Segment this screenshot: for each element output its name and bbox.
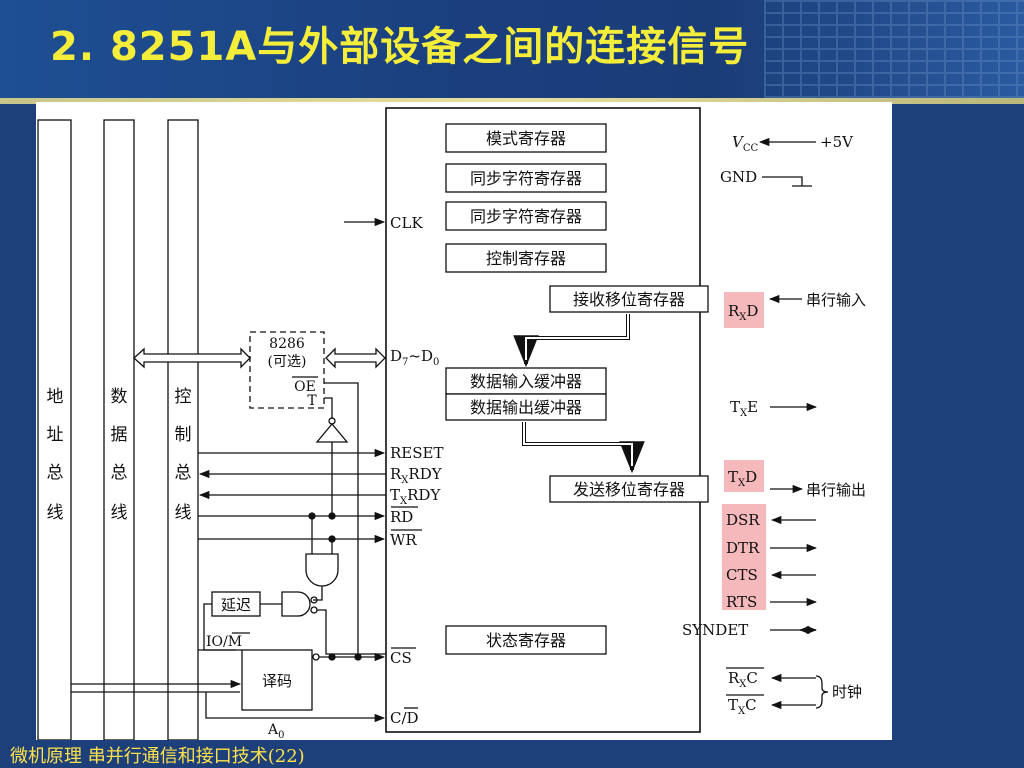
data-output-buffer [445, 393, 607, 421]
decoder-box [241, 649, 313, 711]
delay-label: 延迟 [221, 596, 251, 614]
clk-pin: CLK [390, 214, 423, 232]
a0-label: A0 [267, 722, 285, 740]
a0-arrow [205, 692, 386, 723]
rts-pin: RTS [726, 593, 757, 611]
data-bus-char-3: 总 [111, 463, 128, 483]
decoder-label: 译码 [262, 672, 292, 690]
sync-register-1 [445, 163, 607, 193]
data-bus-arrow-right [325, 347, 386, 369]
address-bus-char-4: 线 [47, 503, 64, 523]
gnd-line [762, 176, 803, 186]
data-bus-char-2: 据 [111, 425, 128, 445]
slide-title: 2. 8251A与外部设备之间的连接信号 [50, 24, 750, 70]
control-register-label: 控制寄存器 [486, 249, 566, 268]
control-bus-char-2: 制 [175, 425, 192, 445]
oe-line [324, 382, 386, 655]
gnd-pin: GND [720, 168, 757, 186]
decoder-output-bubble [312, 653, 320, 661]
clock-brace [815, 675, 829, 709]
dsr-pin: DSR [726, 511, 760, 529]
tx-flow-outline [522, 422, 645, 474]
sync-register-2-label: 同步字符寄存器 [470, 207, 582, 226]
nand-bubble-2 [310, 606, 318, 614]
data-pin: D7~D0 [390, 347, 439, 368]
nand-to-cs [317, 609, 358, 655]
wr-pin: WR [390, 531, 417, 549]
cd-pin: C/D [390, 709, 419, 727]
control-register [445, 243, 607, 273]
modem-pins-highlight [722, 504, 766, 610]
rx-shift-register-label: 接收移位寄存器 [573, 290, 685, 309]
data-bus-char-4: 线 [111, 503, 128, 523]
t-line [324, 397, 333, 419]
data-input-buffer-label: 数据输入缓冲器 [470, 372, 582, 391]
nand-gate [281, 591, 311, 617]
sync-register-2 [445, 201, 607, 231]
tx-shift-register [549, 475, 709, 503]
cts-pin: CTS [726, 566, 758, 584]
status-register [445, 625, 607, 655]
address-bus-char-1: 地 [47, 387, 64, 407]
and-to-nand [313, 595, 323, 601]
rx-flow-inner [525, 314, 629, 360]
vcc-pin: VCC [732, 133, 758, 154]
title-underline [0, 98, 1024, 104]
chip-8251a-body [385, 107, 701, 733]
transceiver-t-pin: T [307, 393, 317, 409]
cs-pin: CS [390, 649, 412, 667]
dtr-pin: DTR [726, 539, 760, 557]
reset-pin: RESET [390, 444, 443, 462]
transceiver-optional: (可选) [268, 354, 307, 370]
footer-bar [0, 740, 1024, 768]
data-output-buffer-label: 数据输出缓冲器 [470, 398, 582, 417]
control-bus-char-4: 线 [175, 503, 192, 523]
control-bus-char-3: 总 [175, 463, 192, 483]
nand-bubble-1 [310, 596, 318, 604]
cs-junction-1 [328, 653, 336, 661]
address-bus-char-2: 址 [47, 425, 64, 445]
vcc-value: +5V [820, 133, 854, 151]
rd-pin: RD [390, 508, 413, 526]
transceiver-oe-pin: OE [294, 379, 316, 395]
data-bus-arrow-left [133, 347, 251, 369]
cs-junction-2 [354, 653, 362, 661]
inverter-buffer [315, 422, 349, 443]
title-bar [0, 0, 1024, 98]
mode-register [445, 123, 607, 153]
status-register-label: 状态寄存器 [486, 631, 566, 650]
rx-shift-register [549, 285, 709, 313]
diagram-canvas: 地 址 总 线 数 据 总 线 控 制 总 线 模式寄存器 同步字符寄存器 同步… [36, 102, 892, 741]
rxd-highlight [724, 292, 764, 328]
header-pattern [764, 0, 1024, 98]
transceiver-name: 8286 [269, 336, 305, 352]
and-gate [305, 553, 339, 587]
serial-input-label: 串行输入 [806, 291, 866, 309]
data-input-buffer [445, 367, 607, 395]
txe-pin: TXE [730, 398, 758, 419]
iom-label: IO/M [206, 634, 242, 650]
footer-text: 微机原理 串并行通信和接口技术(22) [10, 746, 305, 767]
transceiver-8286 [249, 331, 325, 409]
clock-label: 时钟 [832, 683, 862, 701]
rxc-pin: RXC [728, 669, 758, 690]
rxrdy-pin: RXRDY [390, 465, 443, 486]
txd-highlight [724, 460, 764, 492]
sync-register-1-label: 同步字符寄存器 [470, 169, 582, 188]
serial-output-label: 串行输出 [806, 481, 866, 499]
mode-register-label: 模式寄存器 [486, 129, 566, 148]
address-bus-char-3: 总 [47, 463, 64, 483]
connection-diagram: 地 址 总 线 数 据 总 线 控 制 总 线 模式寄存器 同步字符寄存器 同步… [37, 107, 866, 741]
control-bus-char-1: 控 [175, 387, 192, 407]
txrdy-pin: TXRDY [390, 486, 441, 507]
syndet-pin: SYNDET [682, 621, 748, 639]
tx-flow-inner [523, 422, 633, 466]
txc-pin: TXC [728, 696, 757, 717]
txd-pin: TXD [728, 468, 757, 489]
tx-shift-register-label: 发送移位寄存器 [573, 480, 685, 499]
rxd-pin: RXD [728, 302, 758, 323]
data-bus-char-1: 数 [111, 387, 128, 407]
rd-junction-t [328, 512, 336, 520]
